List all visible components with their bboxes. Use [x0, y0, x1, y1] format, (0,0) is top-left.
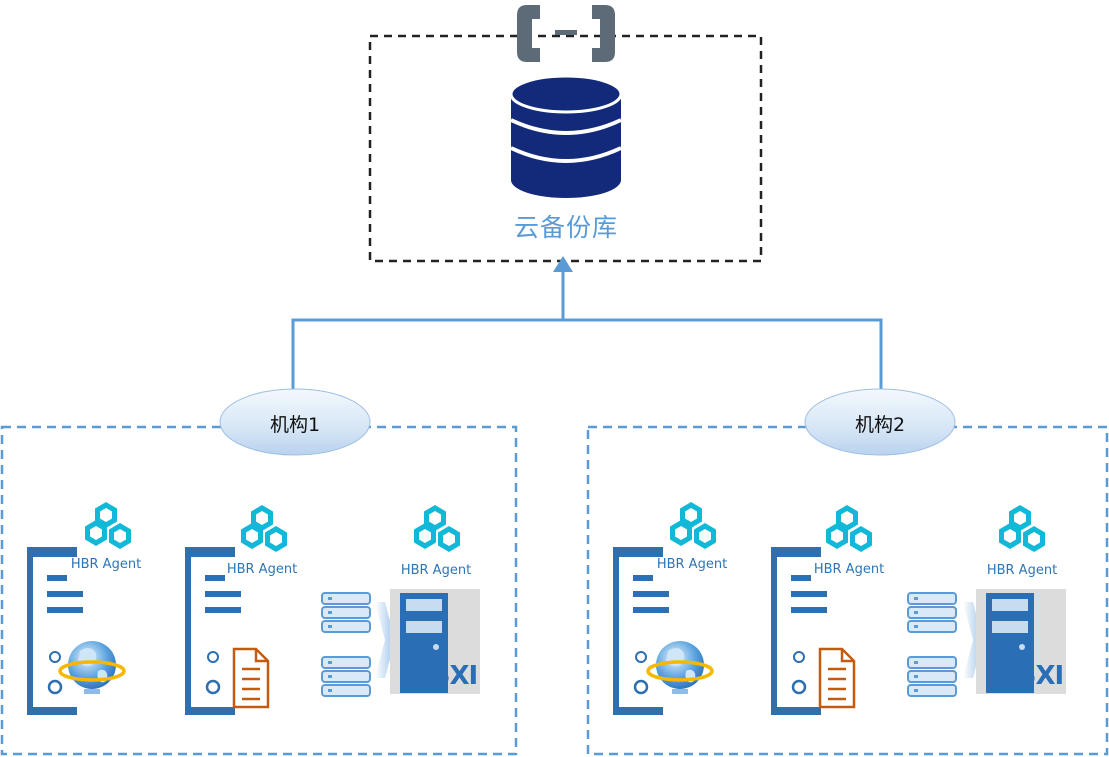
- hbr-agent-icon: [241, 505, 287, 552]
- org2-agent-1-label: HBR Agent: [656, 557, 728, 572]
- storage-stack-icon: [907, 656, 957, 697]
- globe-icon: [58, 639, 126, 696]
- org2-server-2: [769, 505, 872, 717]
- globe-icon: [646, 639, 714, 696]
- org1-agent-2-label: HBR Agent: [226, 562, 298, 577]
- file-icon: [818, 647, 856, 709]
- connector-lines: [291, 268, 883, 390]
- org1-label: 机构1: [269, 414, 321, 436]
- org1-ellipse: [219, 388, 371, 456]
- hbr-agent-icon: [414, 505, 460, 552]
- file-icon: [232, 647, 270, 709]
- org1-agent-1-label: HBR Agent: [70, 557, 142, 572]
- org1-server-2: [183, 505, 287, 717]
- org2-ellipse: [804, 388, 956, 456]
- arrow-head: [553, 256, 573, 272]
- cloud-backup-repo-label: 云备份库: [513, 213, 618, 242]
- org1-server-1: [25, 502, 131, 717]
- server-icon: [611, 545, 671, 717]
- database-icon: [509, 74, 623, 198]
- org2-agent-3-label: HBR Agent: [986, 563, 1058, 578]
- storage-stack-icon: [321, 592, 371, 633]
- org2-esxi-label: ESXI: [1001, 661, 1064, 691]
- org2-server-1: [611, 502, 716, 717]
- hbr-agent-icon: [85, 502, 131, 549]
- org1-agent-3-label: HBR Agent: [400, 563, 472, 578]
- org1-esxi-label: ESXI: [415, 661, 478, 691]
- org2-label: 机构2: [854, 414, 906, 436]
- server-icon: [25, 545, 85, 717]
- storage-stack-icon: [907, 592, 957, 633]
- hbr-agent-icon: [826, 505, 872, 552]
- org2-agent-2-label: HBR Agent: [813, 562, 885, 577]
- hbr-agent-icon: [999, 505, 1045, 552]
- hbr-agent-icon: [670, 502, 716, 549]
- storage-stack-icon: [321, 656, 371, 697]
- cloud-logo-icon: [517, 5, 615, 62]
